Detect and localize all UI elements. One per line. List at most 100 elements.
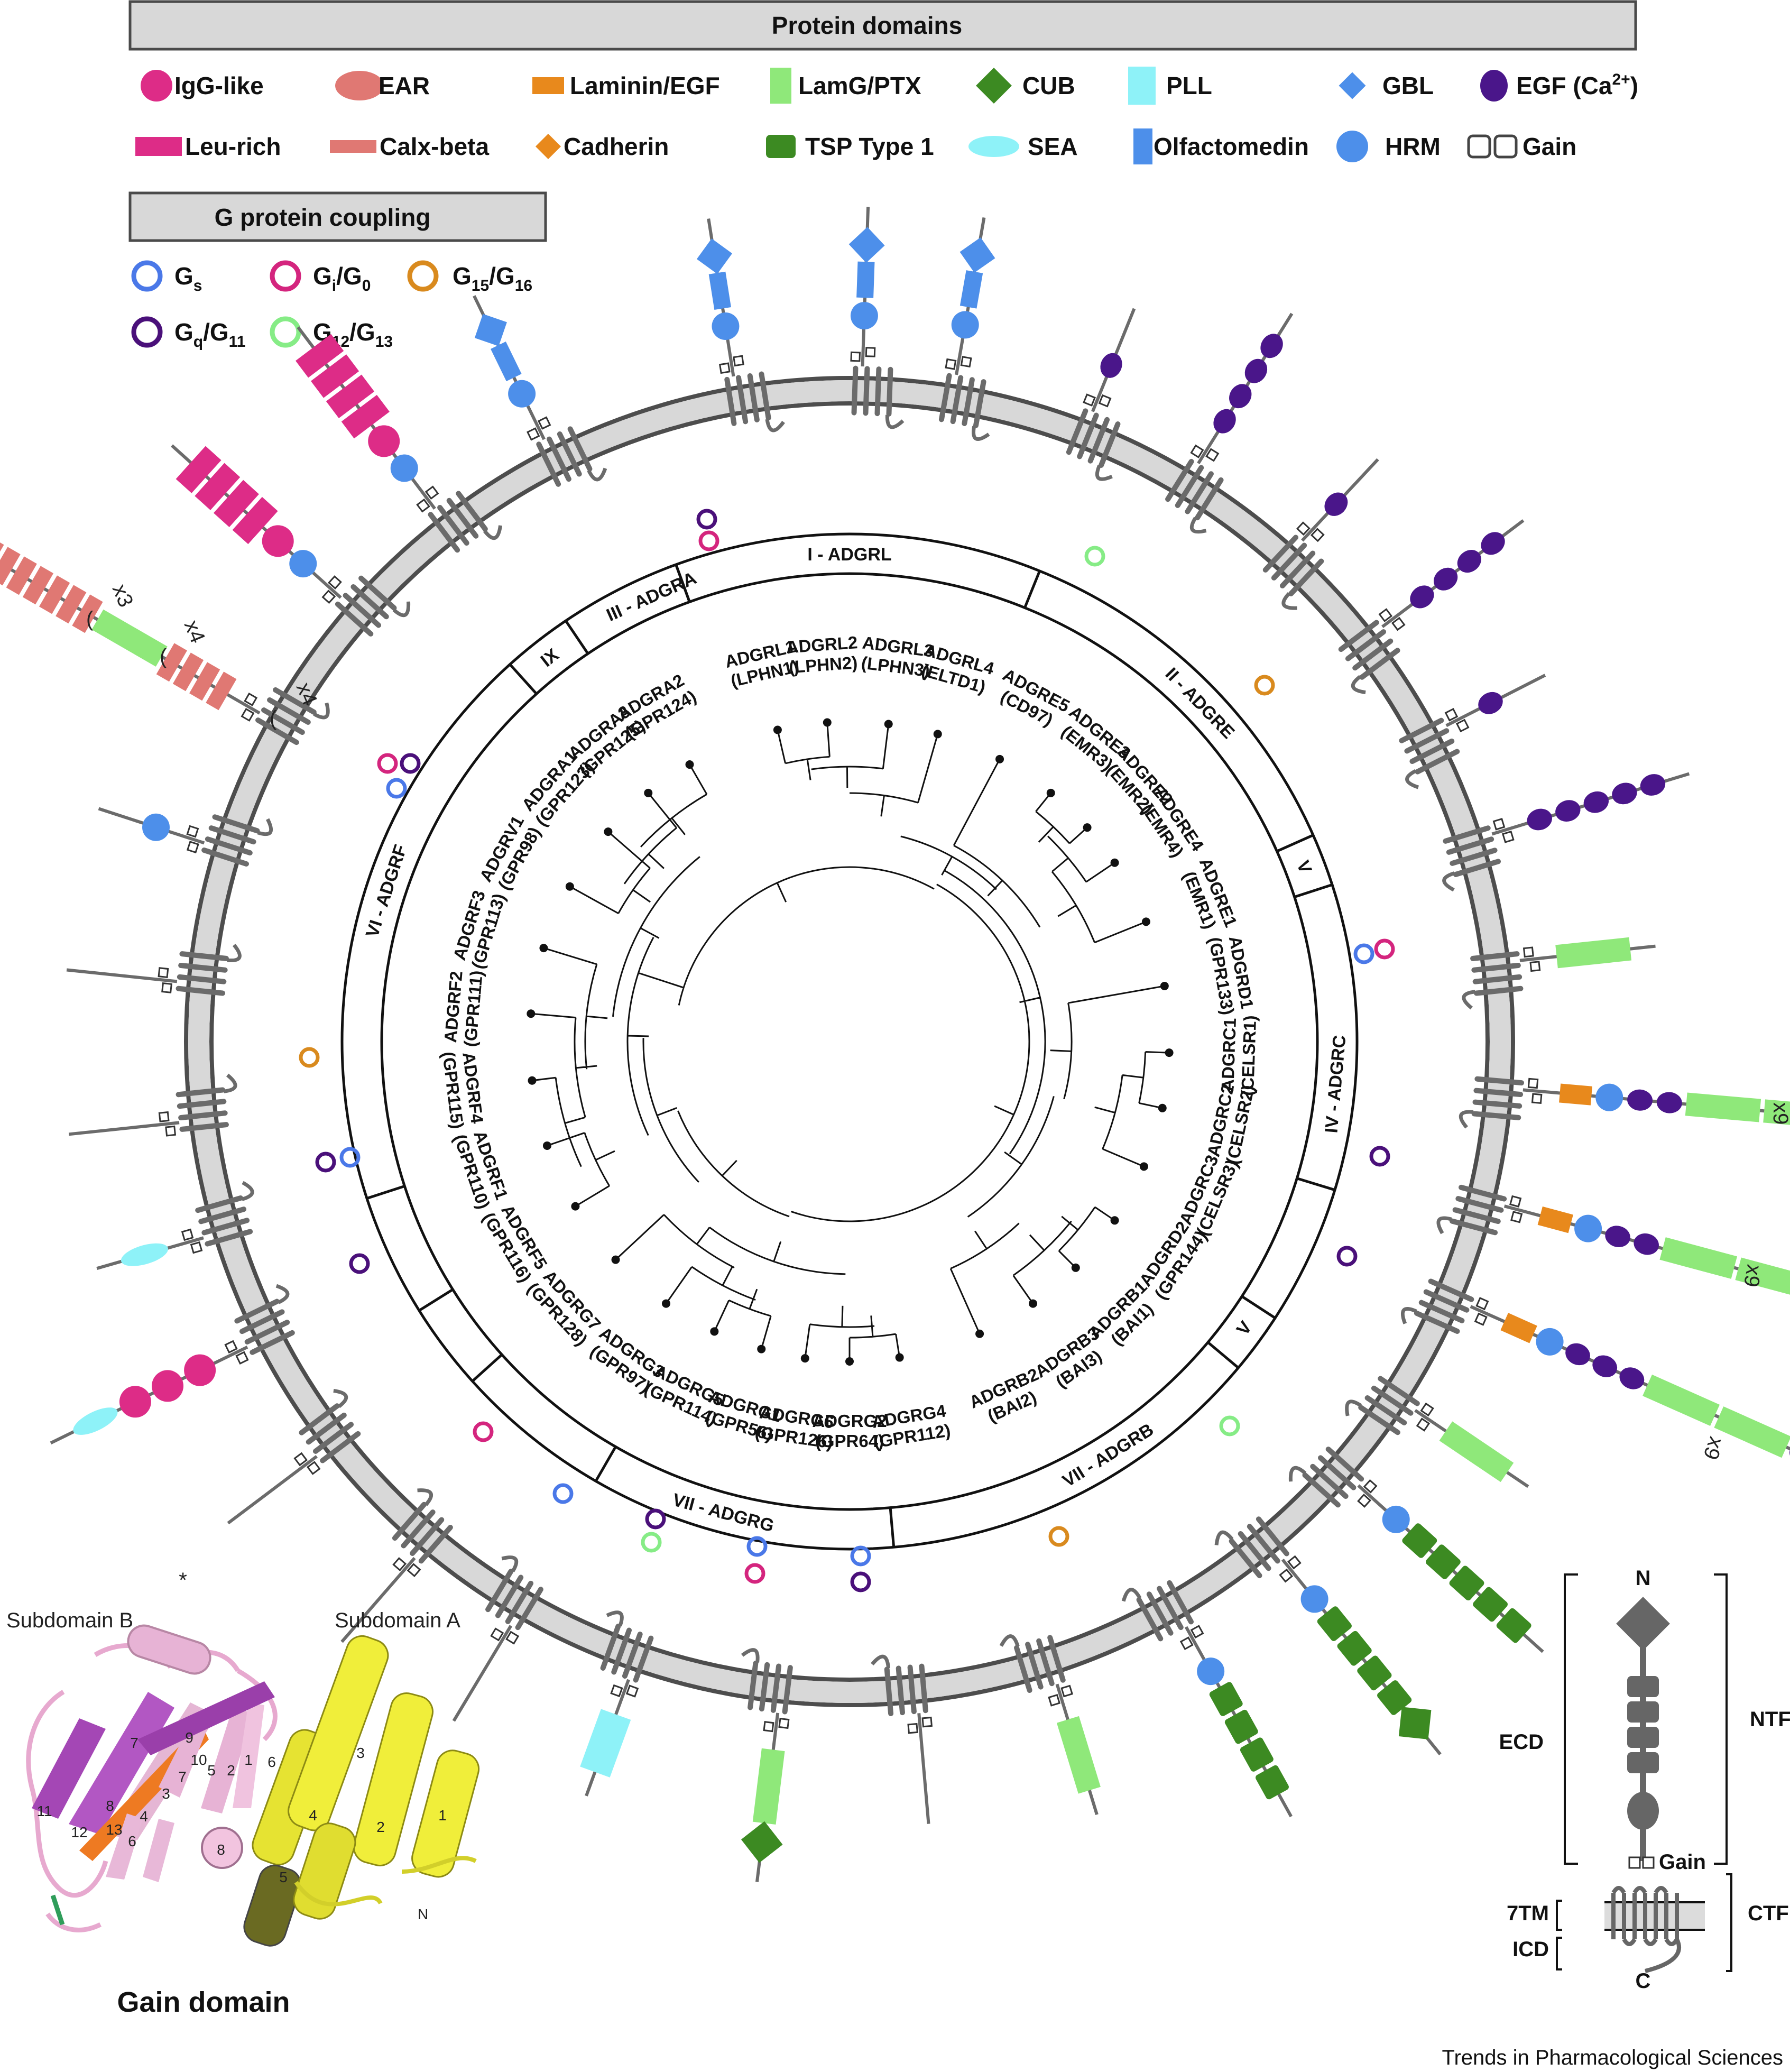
legend-gbl-label: GBL <box>1382 72 1434 99</box>
tsp-domain <box>1425 1544 1461 1579</box>
repeat-label: x9 <box>1699 1434 1728 1463</box>
7tm-helices <box>1136 1580 1194 1642</box>
c-terminal-tail <box>1095 465 1113 481</box>
family-divider <box>889 1507 896 1548</box>
7tm-helices <box>234 1299 295 1355</box>
egf-domain <box>1555 800 1581 822</box>
lamg-domain <box>1735 1257 1790 1300</box>
igg-domain <box>368 425 400 457</box>
7tm-helices <box>1302 1447 1364 1508</box>
family-divider <box>1207 1341 1240 1369</box>
family-divider <box>675 564 691 603</box>
gain-box <box>1509 1195 1522 1208</box>
beta-strand <box>106 1813 143 1880</box>
receptor-adgrc1: ADGRC1(CELSR1) <box>1217 1015 1260 1096</box>
gain-box <box>1531 1093 1543 1104</box>
olf-domain <box>491 342 522 382</box>
beta-strand <box>143 1819 174 1882</box>
receptor-glyph <box>871 1654 933 1824</box>
receptor-glyph <box>1399 674 1546 789</box>
gain-box <box>625 1684 639 1698</box>
gain-box <box>1048 1693 1061 1707</box>
legend-igg-label: IgG-like <box>174 72 264 99</box>
receptor-glyph <box>0 537 330 745</box>
strand-number: 13 <box>106 1821 122 1838</box>
schematic-icd: ICD <box>1512 1938 1549 1961</box>
phylogenetic-tree <box>527 718 1174 1366</box>
c-terminal-tail <box>257 818 273 836</box>
tsp-domain <box>1337 1631 1372 1666</box>
cadherin-icon <box>535 133 561 160</box>
7tm-helices <box>1165 458 1224 521</box>
c-terminal-tail <box>1405 769 1419 789</box>
receptor-glyph <box>938 217 995 441</box>
gain-box <box>1287 1555 1302 1570</box>
c-terminal-tail <box>417 1488 433 1506</box>
receptor-adgrl2: ADGRL2(LPHN2) <box>786 632 859 677</box>
legend-olf-label: Olfactomedin <box>1154 133 1309 160</box>
7tm-helices <box>195 1195 253 1247</box>
receptor-adgrg2: ADGRG2(GPR64) <box>812 1411 887 1451</box>
egf-domain <box>1612 782 1637 805</box>
egf-domain <box>1260 334 1283 358</box>
receptor-adgre5: ADGRE5(CD97) <box>998 665 1073 730</box>
7tm-helices <box>938 373 986 428</box>
receptor-adgrb2: ADGRB2(BAI2) <box>966 1364 1041 1426</box>
strand-number: 10 <box>190 1752 207 1768</box>
hrm-domain <box>1595 1083 1623 1111</box>
receptor-glyph <box>1214 1516 1442 1756</box>
7tm-helices <box>536 426 593 487</box>
receptor-glyph <box>1345 1376 1529 1488</box>
cub-icon <box>976 68 1012 104</box>
7tm-helices <box>176 1087 229 1132</box>
gain-box <box>328 575 342 590</box>
receptor-adgrf3: ADGRF3(GPR113) <box>449 888 509 971</box>
legend-ear-label: EAR <box>379 72 430 99</box>
gain-box <box>865 347 876 357</box>
legend-leurich-label: Leu-rich <box>185 133 281 160</box>
strand-number: 11 <box>36 1803 52 1819</box>
lamg-domain <box>1685 1092 1761 1122</box>
7tm-helices <box>1443 825 1501 877</box>
extracellular-stalk <box>227 1455 318 1525</box>
schematic-domain <box>1627 1727 1659 1748</box>
receptor-adgrd1: ADGRD1(GPR133) <box>1205 934 1258 1016</box>
repeat-paren: ( <box>160 645 167 668</box>
gain-n-terminus: N <box>418 1906 428 1922</box>
7tm-helices <box>1471 1076 1525 1120</box>
beta-strand <box>69 1692 174 1835</box>
family-label: I - ADGRL <box>807 545 891 565</box>
strand-number: 12 <box>71 1824 87 1840</box>
family-label: IX <box>537 644 563 671</box>
receptor-adgre1: ADGRE1(EMR1) <box>1179 855 1241 932</box>
repeat-paren: ( <box>86 607 94 631</box>
schematic-gain: Gain <box>1659 1850 1706 1874</box>
gi-ring-icon <box>270 260 301 292</box>
gain-box <box>960 356 972 368</box>
egf-domain <box>1605 1226 1630 1247</box>
leurich-domain <box>296 334 344 378</box>
receptor-glyph <box>66 944 242 996</box>
calx-domain <box>156 643 187 682</box>
pll-domain <box>580 1709 631 1778</box>
gain-box <box>610 1684 623 1698</box>
gain-box <box>1391 616 1406 631</box>
legend-igg: IgG-like <box>141 70 264 102</box>
c-terminal-tail <box>1281 592 1297 610</box>
7tm-helices <box>392 1502 453 1564</box>
legend-gq: Gq/G11 <box>131 316 245 351</box>
legend-hrm: HRM <box>1336 131 1441 162</box>
7tm-helices <box>335 575 397 637</box>
extracellular-stalk <box>340 1557 416 1643</box>
legend-cub: CUB <box>976 68 1075 104</box>
receptor-glyph <box>98 807 273 867</box>
laminin-domain <box>1559 1083 1592 1106</box>
igg-domain <box>152 1370 184 1402</box>
repeat-label: x9 <box>1739 1263 1766 1288</box>
helix-number: 5 <box>279 1869 288 1885</box>
gain-box <box>1420 1402 1434 1417</box>
g12-coupling-icon <box>1219 1415 1240 1436</box>
legend-calx: Calx-beta <box>330 133 489 160</box>
lamg-domain <box>1763 1099 1790 1129</box>
